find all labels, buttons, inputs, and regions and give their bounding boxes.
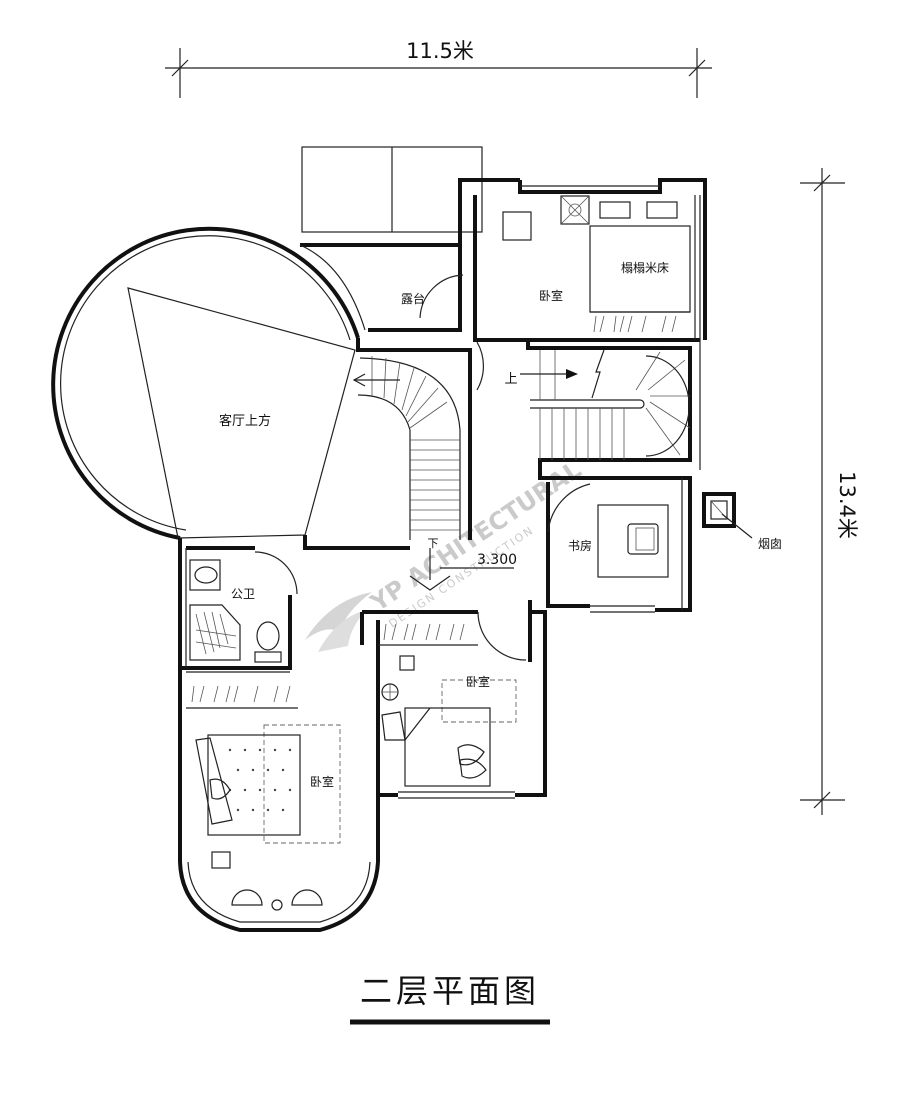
bed-icon <box>404 707 491 787</box>
toilet-icon <box>254 621 282 663</box>
bed-icon <box>207 734 301 836</box>
wardrobe-hangers-icon <box>191 685 291 703</box>
bedroom-middle: 卧室 <box>360 610 547 799</box>
width-dimension-label: 11.5米 <box>406 39 474 63</box>
bathroom: 公卫 <box>178 538 298 670</box>
wardrobe-hangers-icon <box>383 623 465 641</box>
stair-right: 上 <box>504 340 701 470</box>
terrace: 露台 <box>299 243 464 332</box>
wardrobe-hangers-icon <box>593 315 677 333</box>
bedroom-top-label: 卧室 <box>539 288 563 303</box>
living-void: 客厅上方 <box>51 226 360 540</box>
watermark-logo <box>305 592 372 640</box>
chimney-label: 烟囱 <box>758 537 782 551</box>
bedroom-top: 卧室 榻榻米床 <box>458 178 707 391</box>
study: 书房 <box>538 468 692 613</box>
study-label: 书房 <box>568 538 592 553</box>
lamp-icon <box>381 683 399 701</box>
elevation-label: 3.300 <box>477 552 517 568</box>
chair-icon <box>627 523 659 555</box>
depth-dimension: 13.4米 <box>800 168 859 815</box>
sink-icon <box>189 559 221 591</box>
canopy-projection <box>301 146 483 233</box>
bedroom-bottom-label: 卧室 <box>310 774 334 789</box>
desk-icon <box>502 211 532 241</box>
bed-pattern <box>228 748 292 812</box>
stair-treads <box>371 356 460 531</box>
spiral-stair-left <box>352 338 472 540</box>
shower-icon <box>189 604 241 661</box>
ventilation-icon <box>560 195 590 225</box>
drawing-title: 二层平面图 <box>350 972 550 1025</box>
stair-down-label: 下 <box>428 537 439 550</box>
width-dimension: 11.5米 <box>165 39 712 98</box>
stair-up-label: 上 <box>504 372 517 387</box>
living-void-label: 客厅上方 <box>219 413 271 429</box>
round-seat-icon <box>231 889 323 911</box>
tatami-label: 榻榻米床 <box>621 261 669 275</box>
study-desk <box>597 504 669 578</box>
terrace-label: 露台 <box>401 291 425 306</box>
cabinet-icon <box>646 201 678 219</box>
nightstand-icon <box>211 851 231 869</box>
stair-treads <box>539 350 691 460</box>
bathroom-label: 公卫 <box>231 587 255 601</box>
cabinet-icon <box>599 201 631 219</box>
drawing-title-text: 二层平面图 <box>360 972 540 1010</box>
bedroom-middle-label: 卧室 <box>466 674 490 689</box>
depth-dimension-label: 13.4米 <box>835 471 859 539</box>
nightstand-icon <box>399 655 415 671</box>
bedroom-bottom: 卧室 <box>178 668 380 932</box>
chimney: 烟囱 <box>702 492 782 551</box>
